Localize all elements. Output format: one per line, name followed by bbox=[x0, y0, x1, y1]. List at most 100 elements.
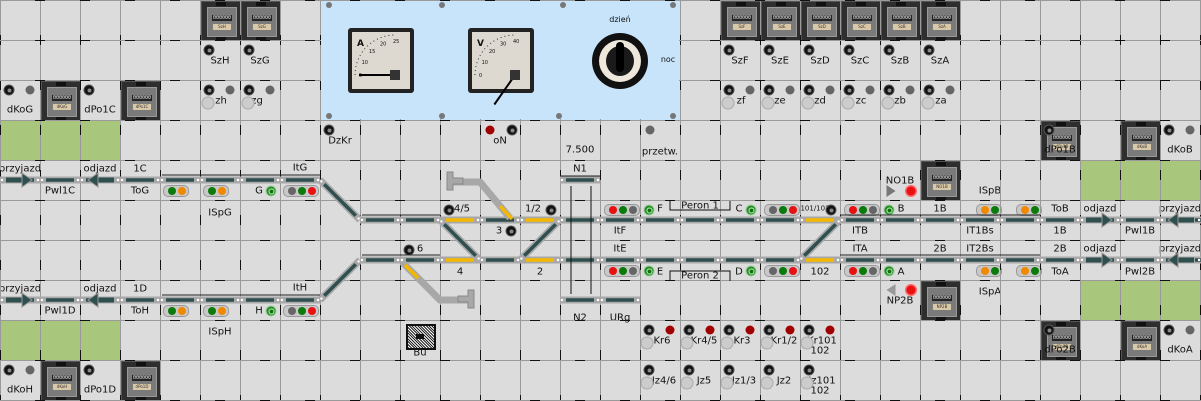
track-joint bbox=[600, 258, 604, 262]
push-button[interactable] bbox=[724, 85, 734, 95]
push-button[interactable] bbox=[1044, 325, 1054, 335]
counter-tab bbox=[936, 316, 946, 320]
push-button[interactable] bbox=[924, 85, 934, 95]
track-joint bbox=[680, 258, 684, 262]
track-joint bbox=[876, 258, 880, 262]
signal-button[interactable] bbox=[884, 205, 894, 215]
track-joint bbox=[276, 178, 280, 182]
odjazd-1c-label: odjazd bbox=[83, 163, 117, 175]
track-joint bbox=[1197, 258, 1201, 262]
signal-button[interactable] bbox=[746, 205, 756, 215]
key-switch[interactable] bbox=[921, 96, 935, 110]
push-button[interactable] bbox=[404, 245, 414, 255]
track-joint bbox=[440, 258, 444, 262]
key-switch[interactable] bbox=[841, 96, 855, 110]
signal-button[interactable] bbox=[884, 266, 894, 276]
push-button[interactable] bbox=[804, 365, 814, 375]
push-button[interactable] bbox=[884, 45, 894, 55]
push-button[interactable] bbox=[764, 85, 774, 95]
signal-button[interactable] bbox=[266, 186, 276, 196]
ita-label: ITA bbox=[852, 243, 868, 255]
push-button[interactable] bbox=[4, 85, 14, 95]
push-button[interactable] bbox=[546, 205, 556, 215]
push-button[interactable] bbox=[724, 325, 734, 335]
track-joint bbox=[80, 298, 84, 302]
push-button[interactable] bbox=[507, 125, 517, 135]
push-button[interactable] bbox=[244, 45, 254, 55]
push-button[interactable] bbox=[1164, 125, 1174, 135]
push-button[interactable] bbox=[884, 85, 894, 95]
key-switch[interactable] bbox=[761, 96, 775, 110]
push-button[interactable] bbox=[764, 365, 774, 375]
counter-display: 000000 bbox=[252, 15, 272, 21]
push-button[interactable] bbox=[924, 45, 934, 55]
signal-button[interactable] bbox=[746, 266, 756, 276]
signal-aspect-light bbox=[208, 187, 216, 195]
sw-4-5-label: 4/5 bbox=[453, 203, 471, 215]
play-arrow-icon[interactable] bbox=[886, 185, 896, 197]
track-joint bbox=[0, 298, 4, 302]
track-joint bbox=[116, 298, 120, 302]
panel-screw bbox=[326, 113, 332, 119]
push-button[interactable] bbox=[764, 45, 774, 55]
indicator-lamp bbox=[906, 285, 916, 295]
push-button[interactable] bbox=[244, 85, 254, 95]
signal-button[interactable] bbox=[644, 266, 654, 276]
push-button[interactable] bbox=[684, 365, 694, 375]
push-button[interactable] bbox=[804, 85, 814, 95]
push-button[interactable] bbox=[804, 325, 814, 335]
track-joint bbox=[680, 218, 684, 222]
push-button[interactable] bbox=[644, 365, 654, 375]
ammeter-tick-label: 20 bbox=[380, 42, 386, 48]
key-switch[interactable] bbox=[881, 96, 895, 110]
key-switch[interactable] bbox=[201, 96, 215, 110]
push-button[interactable] bbox=[644, 325, 654, 335]
push-button[interactable] bbox=[844, 45, 854, 55]
push-button[interactable] bbox=[204, 85, 214, 95]
signal-button[interactable] bbox=[644, 205, 654, 215]
push-button[interactable] bbox=[444, 205, 454, 215]
push-button[interactable] bbox=[826, 205, 836, 215]
push-button[interactable] bbox=[204, 45, 214, 55]
push-button[interactable] bbox=[1044, 125, 1054, 135]
push-button[interactable] bbox=[324, 125, 334, 135]
push-button[interactable] bbox=[724, 365, 734, 375]
push-button[interactable] bbox=[844, 85, 854, 95]
emergency-release-button[interactable] bbox=[406, 324, 436, 350]
track-joint bbox=[76, 298, 80, 302]
key-switch[interactable] bbox=[241, 96, 255, 110]
push-button[interactable] bbox=[764, 325, 774, 335]
push-button[interactable] bbox=[84, 365, 94, 375]
it2bs-label: IT2Bs bbox=[966, 243, 994, 255]
signal-button[interactable] bbox=[266, 306, 276, 316]
push-button[interactable] bbox=[1164, 325, 1174, 335]
back-arrow-icon[interactable] bbox=[886, 284, 896, 296]
push-button[interactable] bbox=[506, 226, 516, 236]
d-label: D bbox=[735, 266, 743, 278]
key-switch[interactable] bbox=[801, 96, 815, 110]
key-switch[interactable] bbox=[721, 96, 735, 110]
n1-label: N1 bbox=[573, 163, 587, 175]
push-button[interactable] bbox=[84, 85, 94, 95]
track-joint bbox=[476, 218, 480, 222]
track-joint bbox=[636, 218, 640, 222]
push-button[interactable] bbox=[4, 365, 14, 375]
push-button[interactable] bbox=[724, 45, 734, 55]
track-joint bbox=[560, 298, 564, 302]
counter-tab bbox=[1056, 122, 1066, 126]
push-button[interactable] bbox=[684, 325, 694, 335]
push-button[interactable] bbox=[804, 45, 814, 55]
track-joint bbox=[560, 178, 564, 182]
